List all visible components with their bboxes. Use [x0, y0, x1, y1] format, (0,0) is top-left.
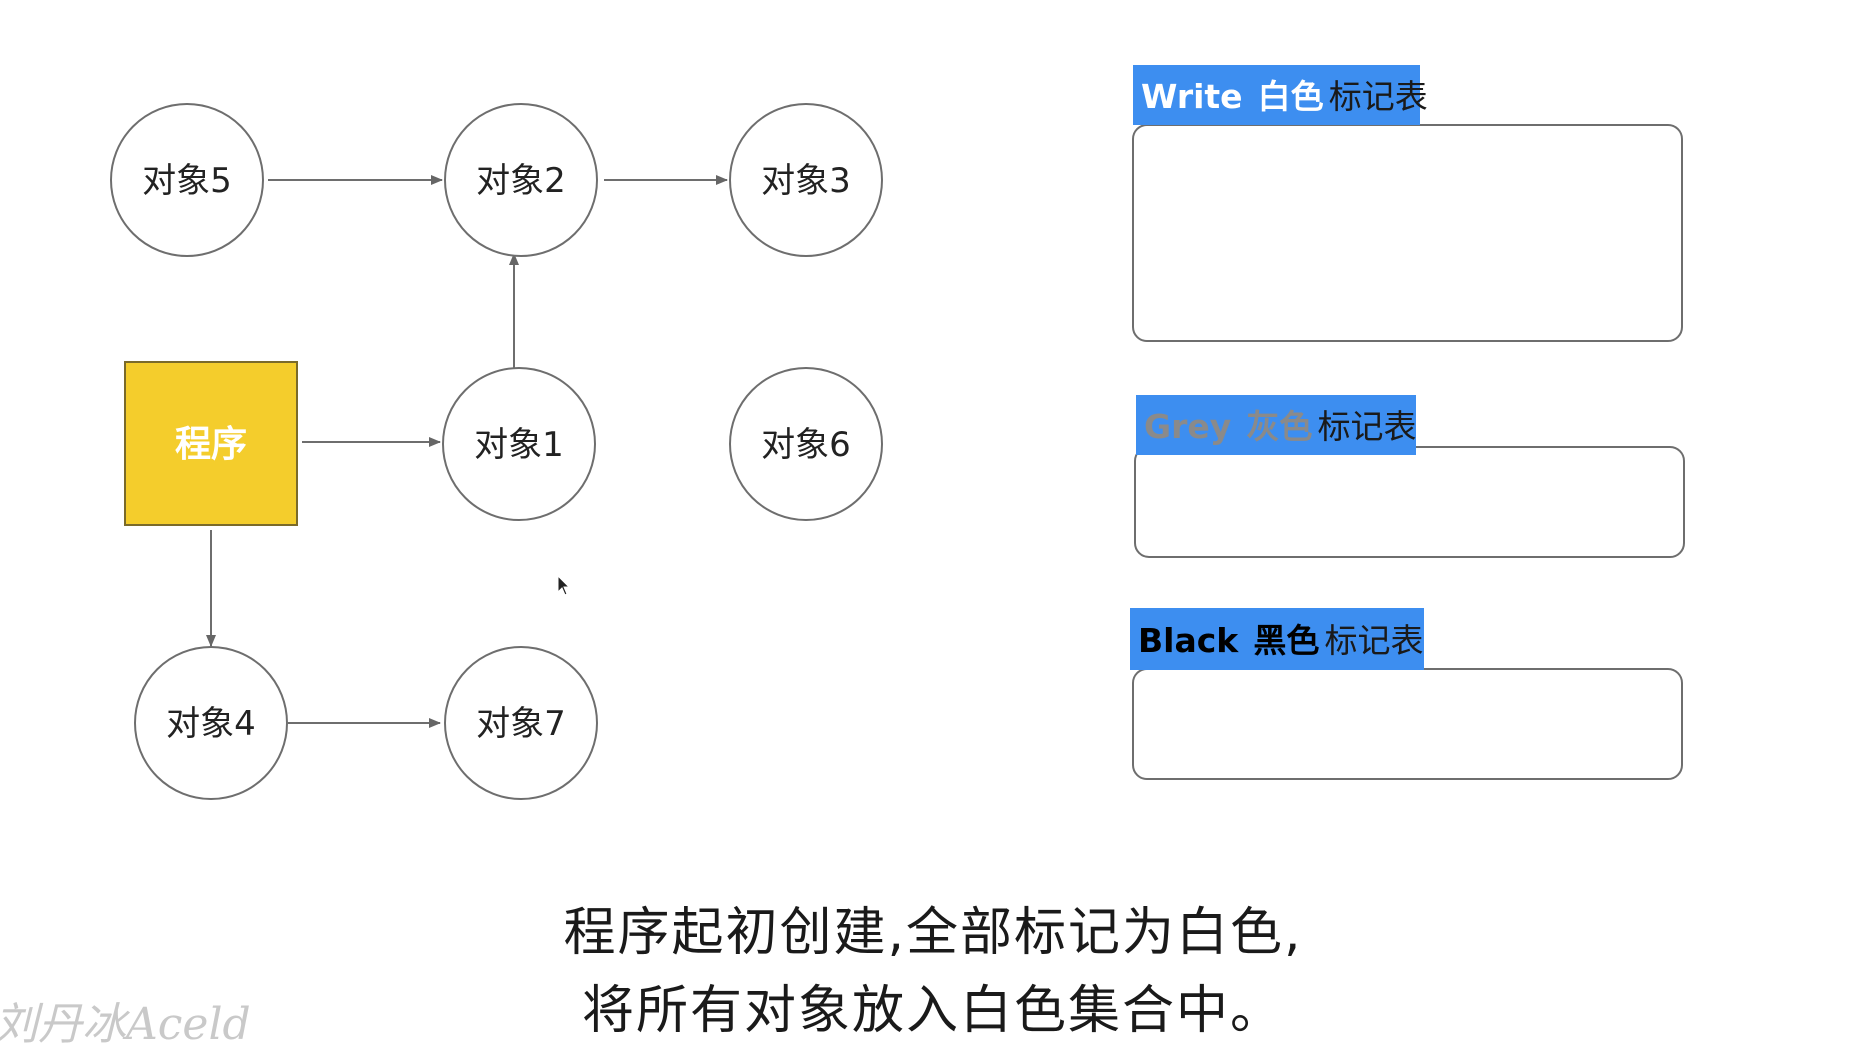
object-label: 对象7 — [476, 704, 566, 744]
object-circle — [729, 103, 883, 257]
object-label: 对象6 — [761, 425, 851, 465]
white-mark-table: Write 白色 标记表 — [1132, 65, 1683, 342]
object-circle — [442, 367, 596, 521]
object-label: 对象2 — [476, 161, 566, 201]
black-title-color: 黑色 — [1253, 621, 1319, 660]
white-title-color: 白色 — [1258, 77, 1324, 116]
object-circle — [444, 103, 598, 257]
grey-mark-table: Grey 灰色 标记表 — [1134, 395, 1685, 558]
grey-table-title: Grey 灰色 标记表 — [1144, 407, 1416, 446]
object-label: 对象3 — [761, 161, 851, 201]
grey-title-suffix: 标记表 — [1317, 407, 1416, 446]
object-circle — [444, 646, 598, 800]
object-label: 对象4 — [166, 704, 256, 744]
white-table-title: Write 白色 标记表 — [1141, 77, 1428, 116]
object-label: 对象5 — [142, 161, 232, 201]
object-node-3: 对象3 — [729, 103, 883, 257]
caption-line-1: 程序起初创建,全部标记为白色, — [563, 903, 1303, 963]
object-node-4: 对象4 — [134, 646, 288, 800]
object-circle — [134, 646, 288, 800]
object-label: 对象1 — [474, 425, 564, 465]
mouse-cursor-icon — [557, 574, 571, 596]
grey-table-box — [1134, 446, 1685, 558]
white-table-tab — [1133, 65, 1420, 125]
black-title-suffix: 标记表 — [1324, 621, 1423, 660]
object-circle — [110, 103, 264, 257]
white-title-suffix: 标记表 — [1329, 77, 1428, 116]
black-title-en: Black — [1138, 621, 1239, 660]
object-circle — [729, 367, 883, 521]
black-table-title: Black 黑色 标记表 — [1138, 621, 1423, 660]
grey-table-tab — [1136, 395, 1416, 455]
object-node-6: 对象6 — [729, 367, 883, 521]
object-node-5: 对象5 — [110, 103, 264, 257]
white-table-box — [1132, 124, 1683, 342]
program-node: 程序 — [124, 361, 298, 526]
program-box — [124, 361, 298, 526]
program-label: 程序 — [175, 424, 247, 465]
object-node-7: 对象7 — [444, 646, 598, 800]
caption-line-2: 将所有对象放入白色集合中。 — [581, 981, 1284, 1041]
edges — [206, 175, 728, 728]
black-table-box — [1132, 668, 1683, 780]
black-mark-table: Black 黑色 标记表 — [1130, 608, 1683, 780]
object-node-2: 对象2 — [444, 103, 598, 257]
diagram-canvas: 程序 对象5 对象2 对象3 对象1 对象6 对象4 对象7 Write 白色 … — [0, 65, 1685, 1050]
diagram-svg: 程序 对象5 对象2 对象3 对象1 对象6 对象4 对象7 Write 白色 … — [110, 65, 1685, 800]
watermark: 刘丹冰Aceld — [0, 999, 251, 1050]
white-title-en: Write — [1141, 77, 1243, 116]
black-table-tab — [1130, 608, 1424, 670]
grey-title-en: Grey — [1144, 407, 1231, 446]
object-node-1: 对象1 — [442, 367, 596, 521]
grey-title-color: 灰色 — [1246, 407, 1312, 446]
